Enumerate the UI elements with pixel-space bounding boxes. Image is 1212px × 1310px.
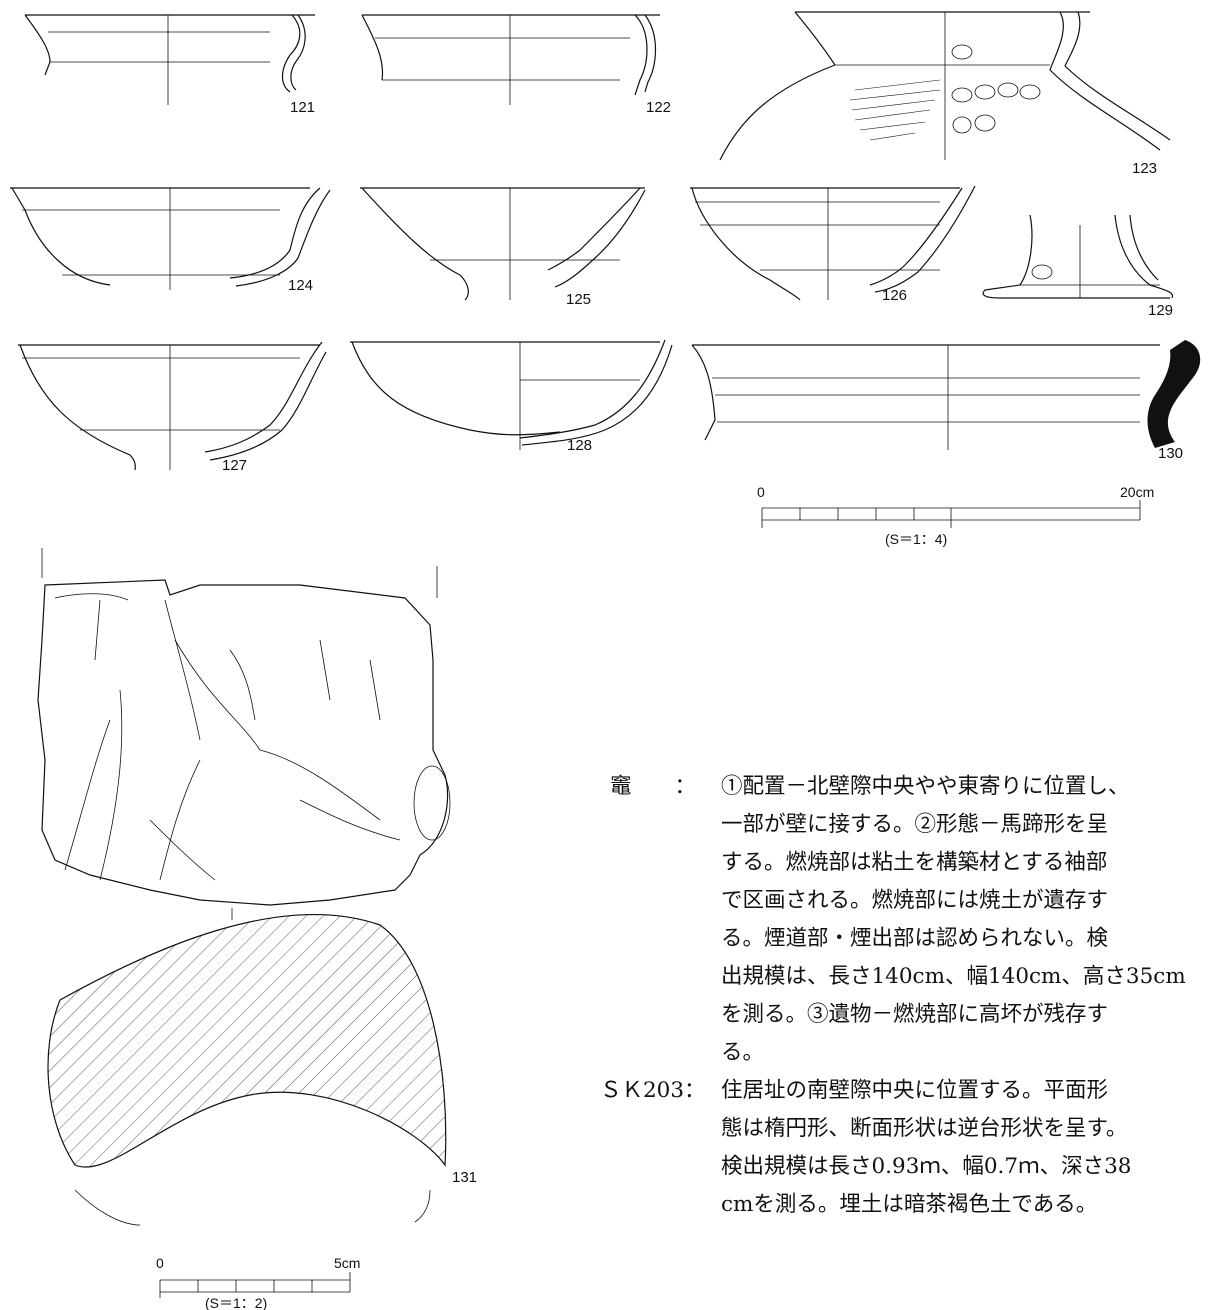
scale-small-ratio: (S＝1：2) <box>205 1295 267 1310</box>
surface-striations <box>849 79 941 141</box>
figure-number-131: 131 <box>452 1169 477 1186</box>
figure-number-123: 123 <box>1132 160 1157 177</box>
entry-line: cmを測る。埋土は暗茶褐色土である。 <box>721 1192 1098 1217</box>
vessel-126 <box>690 185 976 301</box>
entry-line: 検出規模は長さ0.93ｍ、幅0.7ｍ、深さ38 <box>721 1154 1132 1179</box>
entry-line: 態は楕円形、断面形状は逆台形状を呈す。 <box>721 1116 1128 1141</box>
entry-label: ＳＫ203： <box>600 1078 706 1103</box>
entry-line: する。燃焼部は粘土を構築材とする袖部 <box>721 850 1108 875</box>
entry-line: 出規模は、長さ140cm、幅140cm、高さ35cm <box>721 964 1186 989</box>
entry-line: で区画される。燃焼部には焼土が遺存す <box>721 888 1109 913</box>
figure-number-126: 126 <box>882 287 907 304</box>
entry-line: る。 <box>721 1040 765 1065</box>
entry-line: る。煙道部・煙出部は認められない。検 <box>721 926 1109 951</box>
figure-number-121: 121 <box>290 99 315 116</box>
figure-number-124: 124 <box>288 277 313 294</box>
entry-sk203: ＳＫ203： 住居址の南壁際中央に位置する。平面形 態は楕円形、断面形状は逆台形… <box>600 1072 1212 1224</box>
vessel-123 <box>719 11 1171 161</box>
vessel-125 <box>360 187 646 301</box>
scale-small-start: 0 <box>156 1255 164 1271</box>
scale-bar-large <box>761 500 1141 528</box>
entry-line: ①配置－北壁際中央やや東寄りに位置し、 <box>721 774 1130 799</box>
vessel-129 <box>982 214 1174 299</box>
vessel-130 <box>691 340 1201 450</box>
scale-small-end: 5cm <box>334 1255 360 1271</box>
scale-large-end: 20cm <box>1120 484 1154 500</box>
entry-line: 一部が壁に接する。②形態－馬蹄形を呈 <box>721 812 1109 837</box>
vessel-122 <box>361 14 660 105</box>
entry-label: 竈 ： <box>610 774 697 799</box>
figure-number-129: 129 <box>1148 302 1173 319</box>
vessel-121 <box>24 14 315 105</box>
artifact-131-section <box>47 908 447 1226</box>
scale-bar-small <box>159 1272 351 1298</box>
feature-descriptions: 竈 ： ①配置－北壁際中央やや東寄りに位置し、 一部が壁に接する。②形態－馬蹄形… <box>600 768 1212 1224</box>
scale-large-start: 0 <box>757 484 765 500</box>
entry-kamado: 竈 ： ①配置－北壁際中央やや東寄りに位置し、 一部が壁に接する。②形態－馬蹄形… <box>600 768 1212 1072</box>
figure-number-127: 127 <box>222 457 247 474</box>
figure-number-122: 122 <box>646 99 671 116</box>
figure-number-130: 130 <box>1158 445 1183 462</box>
figure-number-128: 128 <box>567 437 592 454</box>
vessel-128 <box>350 339 673 450</box>
entry-line: 住居址の南壁際中央に位置する。平面形 <box>721 1078 1109 1103</box>
scale-large-ratio: (S＝1：4) <box>885 531 947 547</box>
finger-impressions <box>951 44 1041 134</box>
vessel-127 <box>18 341 327 471</box>
entry-line: を測る。③遺物－燃焼部に高坏が残存す <box>721 1002 1109 1027</box>
figure-number-125: 125 <box>566 291 591 308</box>
artifact-131-face <box>37 548 451 906</box>
vessel-124 <box>10 187 331 290</box>
